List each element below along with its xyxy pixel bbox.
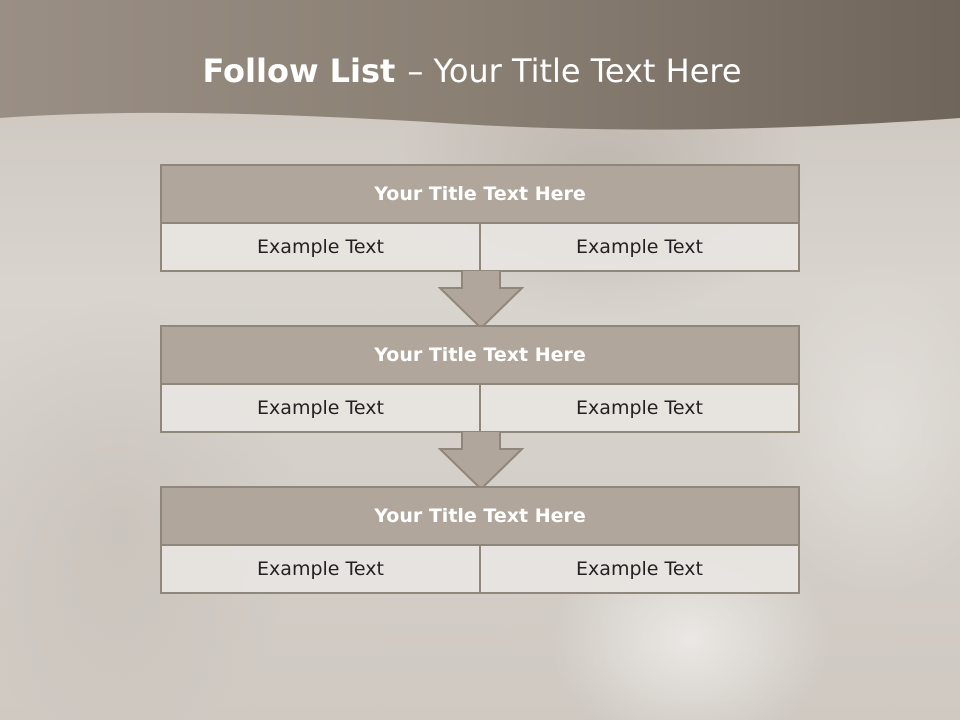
down-arrow-icon xyxy=(438,431,524,491)
flow-step-left-cell: Example Text xyxy=(257,236,384,258)
slide-title: Follow List – Your Title Text Here xyxy=(0,52,944,90)
flow-step-row: Example Text Example Text xyxy=(162,385,798,431)
flow-step-heading: Your Title Text Here xyxy=(162,166,798,224)
flow-step-heading: Your Title Text Here xyxy=(162,327,798,385)
flow-step-left-cell: Example Text xyxy=(257,558,384,580)
flow-step-right-cell: Example Text xyxy=(479,385,798,431)
flow-step-3: Your Title Text Here Example Text Exampl… xyxy=(160,486,800,594)
flow-step-2: Your Title Text Here Example Text Exampl… xyxy=(160,325,800,433)
flow-step-heading: Your Title Text Here xyxy=(162,488,798,546)
slide-title-rest: – Your Title Text Here xyxy=(407,52,742,90)
flow-step-right-cell: Example Text xyxy=(479,224,798,270)
slide-title-bold: Follow List xyxy=(202,52,396,90)
header-band xyxy=(0,0,960,130)
flow-step-row: Example Text Example Text xyxy=(162,224,798,270)
flow-step-left-cell: Example Text xyxy=(257,397,384,419)
flow-step-right-cell: Example Text xyxy=(479,546,798,592)
flow-step-1: Your Title Text Here Example Text Exampl… xyxy=(160,164,800,272)
flow-step-row: Example Text Example Text xyxy=(162,546,798,592)
down-arrow-icon xyxy=(438,270,524,330)
